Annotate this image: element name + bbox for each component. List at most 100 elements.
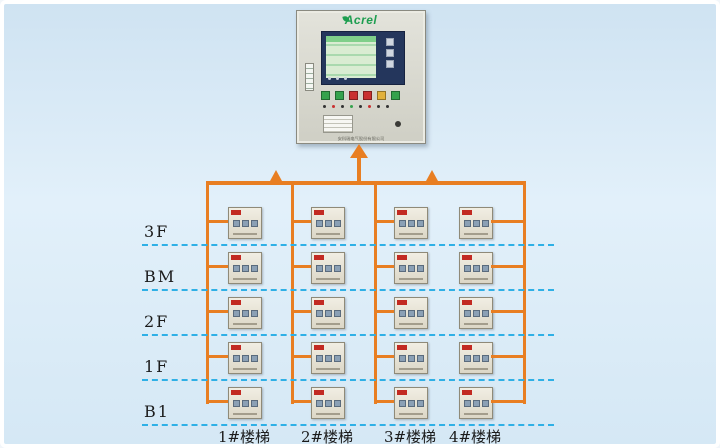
led-indicator [386, 105, 389, 108]
device-brand-mark [462, 345, 472, 350]
panel-button[interactable] [321, 91, 330, 100]
bus-riser-line-3 [374, 181, 377, 404]
bus-branch-line [291, 220, 311, 223]
device-terminal [325, 265, 332, 272]
device-brand-mark [231, 210, 241, 215]
device-slot [399, 233, 423, 235]
hmi-screen [321, 31, 405, 85]
device-col1-row4 [228, 342, 262, 374]
indicator-dot [344, 77, 347, 80]
device-terminal [417, 220, 424, 227]
floor-label-1f: 1F [144, 357, 170, 376]
device-terminal [473, 265, 480, 272]
device-brand-mark [462, 210, 472, 215]
device-terminal [464, 400, 471, 407]
device-brand-mark [462, 390, 472, 395]
screen-button[interactable] [386, 60, 394, 68]
led-indicator [332, 105, 335, 108]
device-brand-mark [231, 300, 241, 305]
device-brand-mark [314, 300, 324, 305]
screen-button[interactable] [386, 38, 394, 46]
panel-button[interactable] [349, 91, 358, 100]
stair-label-4: 4#楼梯 [448, 428, 502, 446]
bus-branch-line [206, 400, 228, 403]
printer-slot [323, 115, 353, 133]
device-terminal [464, 220, 471, 227]
device-brand-mark [462, 300, 472, 305]
bus-branch-line [291, 355, 311, 358]
device-terminal [242, 220, 249, 227]
device-brand-mark [231, 345, 241, 350]
device-terminal [334, 265, 341, 272]
device-terminal [334, 400, 341, 407]
device-col3-row2 [394, 252, 428, 284]
bus-riser-line-2 [291, 181, 294, 404]
floor-divider-line [142, 244, 554, 246]
floor-divider-line [142, 334, 554, 336]
arrow-up-main-icon [350, 144, 368, 158]
device-terminal [233, 220, 240, 227]
panel-button[interactable] [335, 91, 344, 100]
panel-button[interactable] [377, 91, 386, 100]
bus-branch-line [291, 400, 311, 403]
monitor-cabinet: Acrel 安科瑞电气股份有限公司 [296, 10, 426, 144]
arrow-up-icon [270, 170, 282, 181]
bus-branch-line [491, 220, 526, 223]
device-slot [399, 413, 423, 415]
panel-button[interactable] [391, 91, 400, 100]
device-brand-mark [314, 255, 324, 260]
device-terminal [316, 220, 323, 227]
device-terminal [408, 400, 415, 407]
device-slot [464, 233, 488, 235]
device-terminal [251, 265, 258, 272]
device-terminal [464, 355, 471, 362]
device-slot [316, 233, 340, 235]
bus-riser-line-1 [206, 181, 209, 404]
device-brand-mark [314, 390, 324, 395]
screen-button[interactable] [386, 49, 394, 57]
stair-label-1: 1#楼梯 [217, 428, 271, 446]
floor-divider-line [142, 424, 554, 426]
bus-branch-line [374, 400, 394, 403]
device-terminal [473, 220, 480, 227]
device-terminal [482, 310, 489, 317]
device-terminal [417, 265, 424, 272]
brand-logo: Acrel [344, 13, 378, 27]
device-col2-row3 [311, 297, 345, 329]
device-terminal [417, 400, 424, 407]
led-indicator [359, 105, 362, 108]
device-slot [316, 278, 340, 280]
device-terminal [399, 400, 406, 407]
device-terminal [316, 355, 323, 362]
lock-icon[interactable] [395, 121, 401, 127]
device-terminal [408, 355, 415, 362]
bus-branch-line [374, 310, 394, 313]
device-slot [233, 368, 257, 370]
device-terminal [464, 265, 471, 272]
device-slot [316, 413, 340, 415]
bus-branch-line [491, 400, 526, 403]
bus-feeder-line [357, 156, 361, 183]
device-terminal [482, 355, 489, 362]
bus-branch-line [206, 220, 228, 223]
device-terminal [251, 400, 258, 407]
bus-branch-line [374, 220, 394, 223]
stair-label-3: 3#楼梯 [383, 428, 437, 446]
device-terminal [399, 220, 406, 227]
device-slot [399, 368, 423, 370]
panel-button[interactable] [363, 91, 372, 100]
device-brand-mark [462, 255, 472, 260]
led-indicator [323, 105, 326, 108]
device-brand-mark [397, 300, 407, 305]
device-terminal [399, 355, 406, 362]
device-terminal [316, 400, 323, 407]
device-slot [316, 368, 340, 370]
bus-branch-line [374, 265, 394, 268]
device-slot [233, 278, 257, 280]
device-terminal [473, 400, 480, 407]
device-terminal [334, 355, 341, 362]
device-brand-mark [397, 210, 407, 215]
device-terminal [316, 310, 323, 317]
device-col1-row3 [228, 297, 262, 329]
device-terminal [242, 310, 249, 317]
